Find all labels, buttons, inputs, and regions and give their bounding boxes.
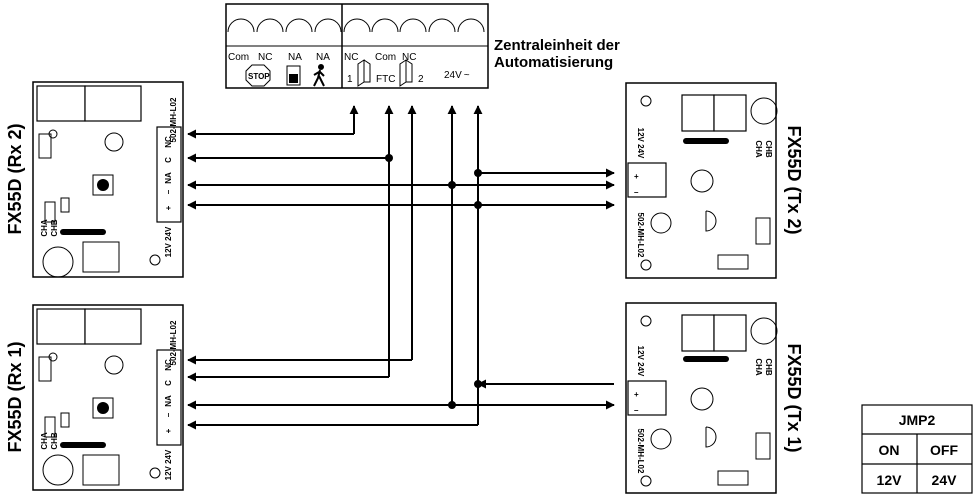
terminal-ftc-nc1-label: NC — [344, 52, 358, 63]
pedestrian-icon — [313, 64, 325, 87]
svg-text:NC: NC — [164, 359, 173, 371]
tx1-board: + – 502-MH-L02 CHA CHB 12V 24V — [625, 302, 778, 494]
stop-icon: STOP — [245, 64, 271, 87]
terminal-ftc-com-label: Com — [375, 52, 396, 63]
svg-text:–: – — [634, 406, 639, 415]
jumper-12v: 12V — [877, 472, 903, 488]
svg-text:12V 24V: 12V 24V — [164, 226, 173, 257]
tx1-label: FX55D (Tx 1) — [784, 343, 804, 452]
gate-icon — [286, 65, 301, 86]
terminal-com-label: Com — [228, 52, 249, 63]
wiring — [187, 105, 615, 430]
ftc-1-label: 1 — [347, 74, 353, 85]
terminal-na2-label: NA — [316, 52, 330, 63]
ftc-label: FTC — [376, 74, 395, 85]
central-unit-title-line2: Automatisierung — [494, 54, 613, 71]
central-unit-title-line1: Zentraleinheit der — [494, 37, 620, 54]
jumper-on: ON — [879, 442, 900, 458]
central-unit: Com NC NA NA NC Com NC 24V ~ STOP 1 FTC — [225, 3, 489, 89]
svg-text:CHA: CHA — [40, 432, 49, 450]
svg-text:502-MH-L02: 502-MH-L02 — [169, 320, 178, 365]
wire-junctions — [385, 154, 482, 409]
terminal-nc-label: NC — [258, 52, 272, 63]
svg-text:C: C — [164, 157, 173, 163]
svg-text:502-MH-L02: 502-MH-L02 — [636, 429, 645, 474]
ftc-2-label: 2 — [418, 74, 424, 85]
tx2-board: + – 502-MH-L02 CHA CHB 12V 24V — [625, 82, 778, 279]
svg-text:12V 24V: 12V 24V — [636, 128, 645, 159]
photocell-icon-1 — [357, 59, 371, 87]
tx2-label: FX55D (Tx 2) — [784, 125, 804, 234]
svg-text:NA: NA — [164, 172, 173, 184]
svg-text:12V 24V: 12V 24V — [164, 449, 173, 480]
svg-text:CHA: CHA — [754, 140, 763, 158]
svg-text:–: – — [164, 412, 173, 417]
svg-text:NA: NA — [164, 395, 173, 407]
jumper-24v: 24V — [932, 472, 958, 488]
svg-text:+: + — [164, 205, 173, 210]
svg-text:CHA: CHA — [754, 358, 763, 376]
svg-text:CHA: CHA — [40, 219, 49, 237]
jumper-table: JMP2 ON OFF 12V 24V — [861, 404, 973, 494]
terminal-ftc-nc2-label: NC — [402, 52, 416, 63]
terminal-screws — [227, 18, 485, 33]
terminal-24v-label: 24V ~ — [444, 70, 470, 81]
svg-text:CHB: CHB — [50, 432, 59, 450]
rx1-label: FX55D (Rx 1) — [5, 341, 25, 452]
rx2-label: FX55D (Rx 2) — [5, 123, 25, 234]
svg-text:NC: NC — [164, 136, 173, 148]
jumper-off: OFF — [930, 442, 958, 458]
svg-text:+: + — [634, 172, 639, 181]
svg-text:+: + — [634, 390, 639, 399]
svg-text:CHB: CHB — [50, 219, 59, 237]
svg-text:STOP: STOP — [248, 72, 270, 81]
svg-text:–: – — [634, 188, 639, 197]
svg-text:502-MH-L02: 502-MH-L02 — [169, 97, 178, 142]
svg-text:C: C — [164, 380, 173, 386]
terminal-na-label: NA — [288, 52, 302, 63]
jumper-table-title: JMP2 — [899, 412, 936, 428]
rx1-board: NC C NA – + 502-MH-L02 CHA CHB 12V 24V — [32, 304, 184, 491]
svg-text:CHB: CHB — [764, 358, 773, 376]
svg-text:–: – — [164, 189, 173, 194]
svg-text:12V 24V: 12V 24V — [636, 346, 645, 377]
svg-text:+: + — [164, 428, 173, 433]
photocell-icon-2 — [399, 59, 413, 87]
rx2-board: NC C NA – + 502-MH-L02 CHA CHB 12V 24V — [32, 81, 184, 278]
svg-text:CHB: CHB — [764, 140, 773, 158]
svg-text:502-MH-L02: 502-MH-L02 — [636, 213, 645, 258]
